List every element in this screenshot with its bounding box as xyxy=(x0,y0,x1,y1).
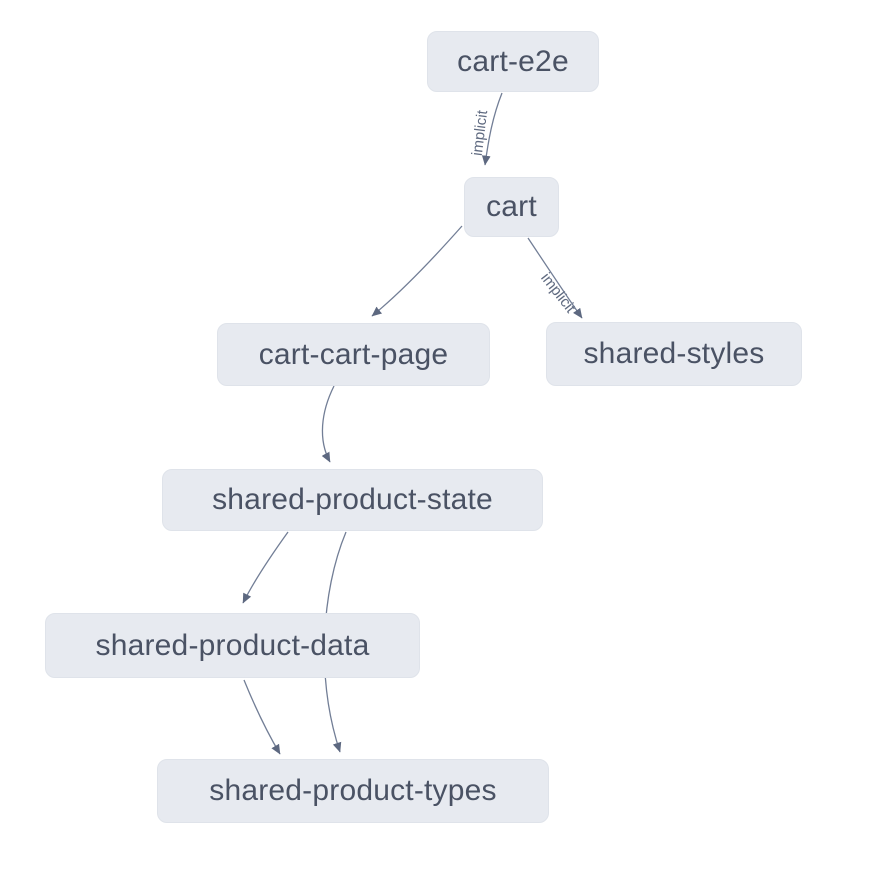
node-label: shared-product-state xyxy=(212,483,493,516)
node-label: cart-e2e xyxy=(457,44,569,78)
node-label: cart-cart-page xyxy=(258,337,449,371)
node-cart[interactable]: cart xyxy=(464,177,559,237)
node-label: shared-product-types xyxy=(209,774,497,807)
edge-shared-product-state-to-shared-product-data xyxy=(242,531,289,604)
node-label: cart xyxy=(486,190,537,223)
node-label: shared-product-data xyxy=(95,628,370,662)
node-label: shared-styles xyxy=(583,337,765,370)
node-cart-cart-page[interactable]: cart-cart-page xyxy=(217,323,490,386)
edge-label-cart-to-shared-styles: implicit xyxy=(537,269,579,317)
edge-cart-to-cart-cart-page xyxy=(371,225,463,317)
node-cart-e2e[interactable]: cart-e2e xyxy=(427,31,599,92)
edge-cart-cart-page-to-shared-product-state xyxy=(321,385,335,463)
edge-shared-product-data-to-shared-product-types xyxy=(243,679,281,755)
node-shared-product-data[interactable]: shared-product-data xyxy=(45,613,420,678)
edge-label-cart-e2e-to-cart: implicit xyxy=(468,109,492,157)
node-shared-styles[interactable]: shared-styles xyxy=(546,322,802,386)
node-shared-product-state[interactable]: shared-product-state xyxy=(162,469,543,531)
node-shared-product-types[interactable]: shared-product-types xyxy=(157,759,549,823)
